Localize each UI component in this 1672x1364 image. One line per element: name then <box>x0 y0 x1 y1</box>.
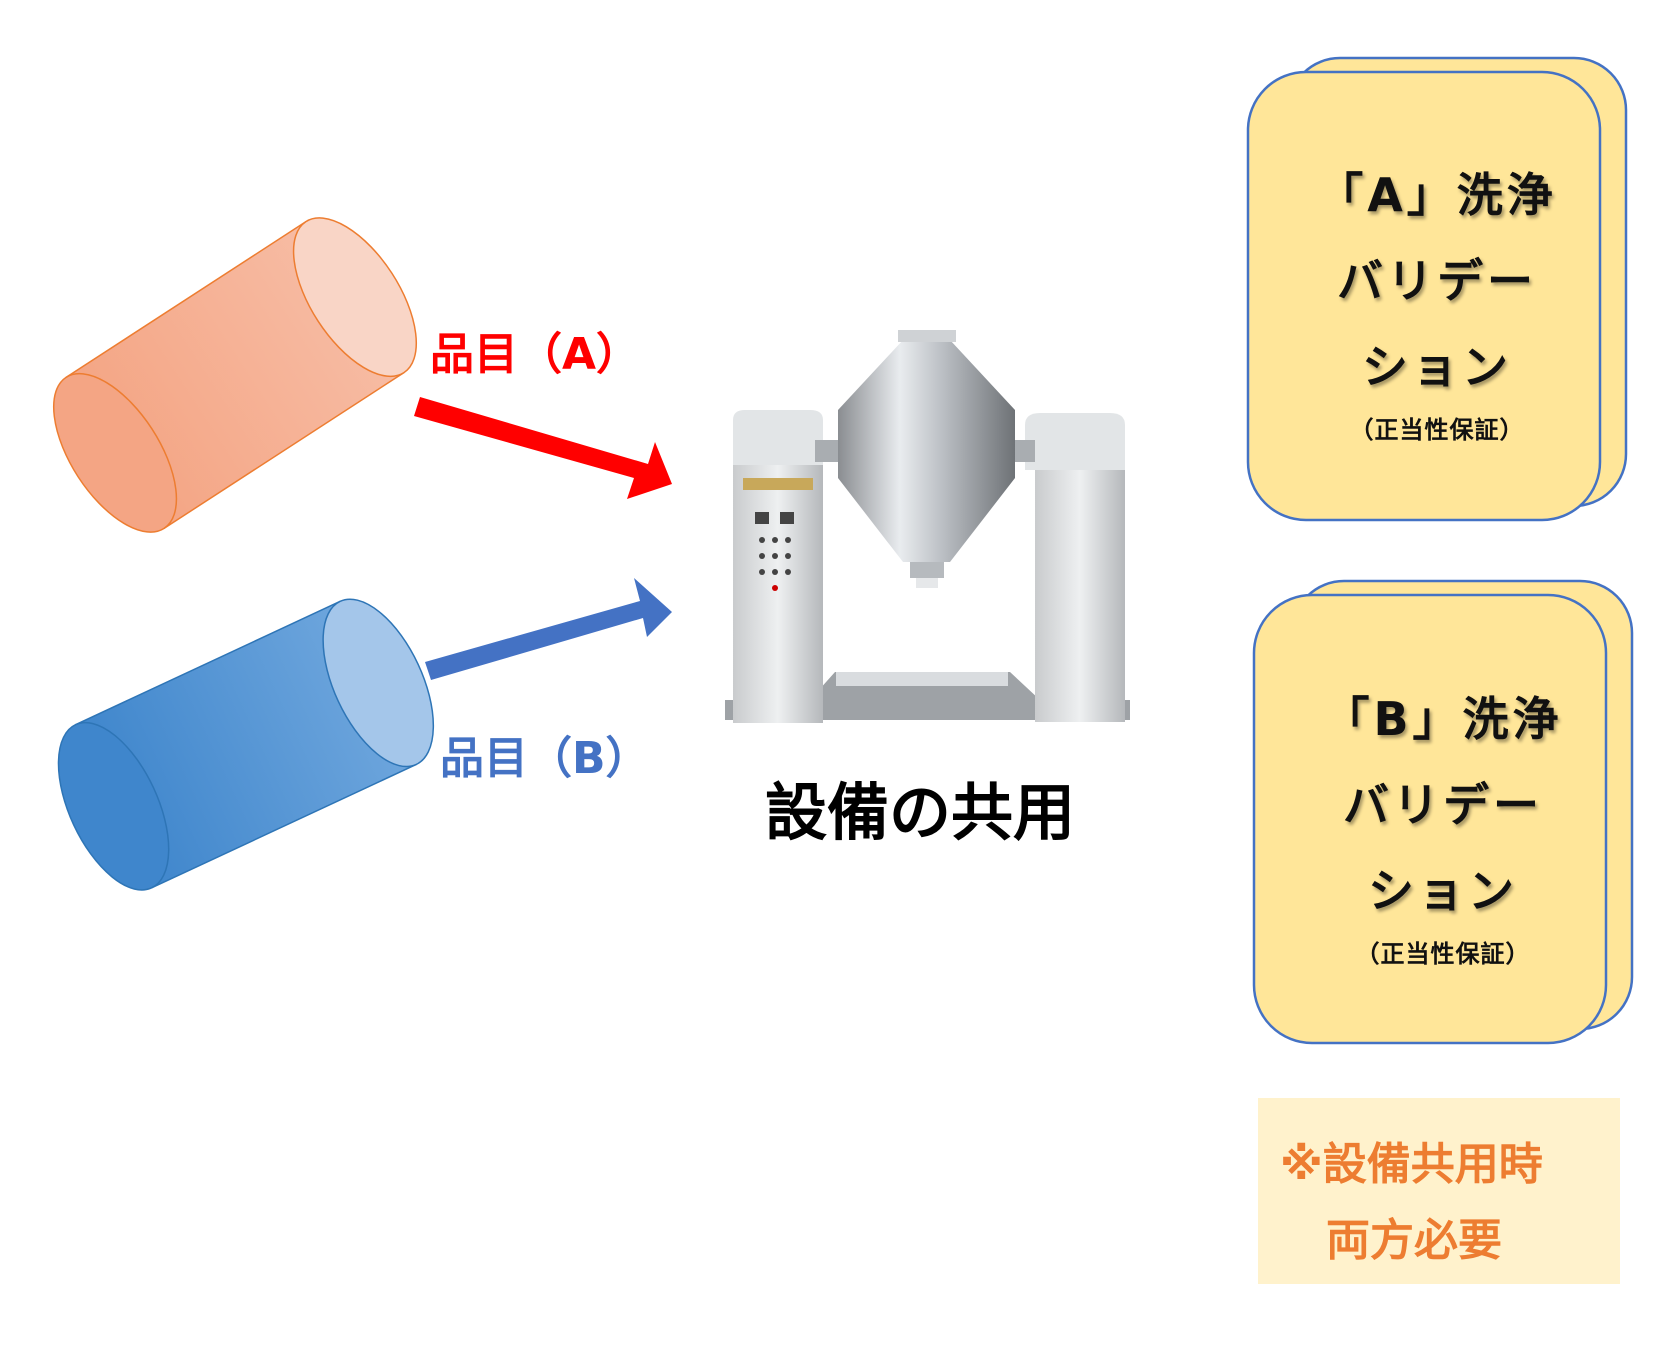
validation-card-b: 「B」洗浄 バリデー ション （正当性保証） <box>1278 676 1608 974</box>
item-b-label: 品目（B） <box>440 733 650 784</box>
shared-equipment-note: ※設備共用時 両方必要 <box>1258 1098 1620 1284</box>
validation-a-title: 「A」洗浄 <box>1317 168 1557 222</box>
validation-card-a: 「A」洗浄 バリデー ション （正当性保証） <box>1272 152 1602 450</box>
validation-card-b-shape <box>1252 579 1634 1045</box>
double-cone-mixer-icon <box>725 330 1130 723</box>
validation-b-subtitle: （正当性保証） <box>1355 940 1531 968</box>
validation-a-subtitle: （正当性保証） <box>1349 416 1525 444</box>
item-b-cylinder <box>57 598 435 891</box>
note-line2: 両方必要 <box>1326 1215 1502 1266</box>
equipment-caption: 設備の共用 <box>764 776 1075 849</box>
item-a-arrow <box>414 397 672 499</box>
item-a-label: 品目（A） <box>430 329 641 380</box>
item-a-cylinder <box>52 217 418 533</box>
validation-b-line3: ション <box>1368 864 1518 918</box>
item-b-arrow <box>425 578 672 680</box>
note-line1: ※設備共用時 <box>1280 1139 1543 1190</box>
validation-card-a-shape <box>1246 56 1628 522</box>
validation-a-line3: ション <box>1362 340 1512 394</box>
validation-b-line2: バリデー <box>1343 778 1543 832</box>
validation-b-title: 「B」洗浄 <box>1323 692 1563 746</box>
validation-a-line2: バリデー <box>1337 254 1537 308</box>
